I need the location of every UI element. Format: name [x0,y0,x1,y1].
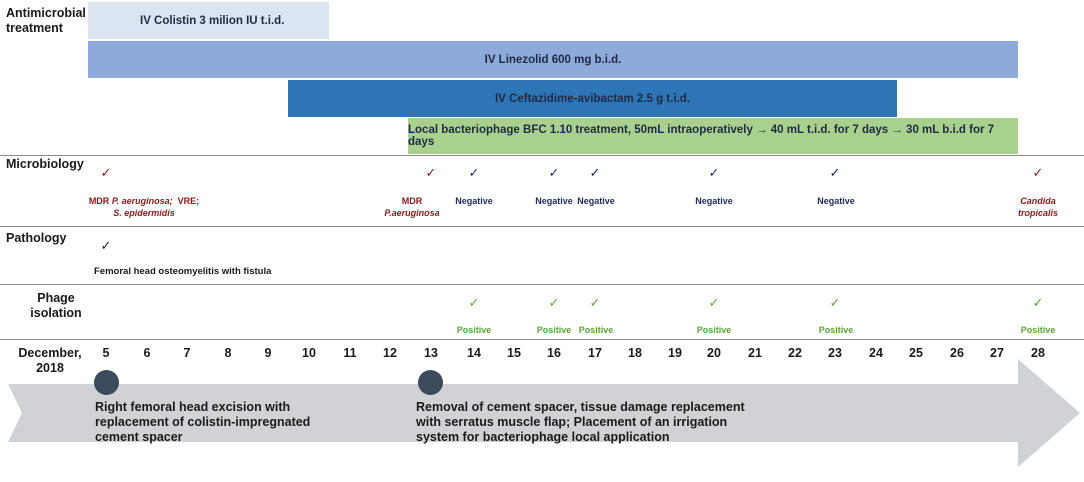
day-label-18: 18 [628,346,642,360]
phage-check-day17: ✓ [589,295,601,310]
day-label-25: 25 [909,346,923,360]
microbiology-result-day16: Negative [535,196,573,206]
day-label-20: 20 [707,346,721,360]
phage-result-day17: Positive [578,325,614,335]
day-label-11: 11 [343,346,357,360]
microbiology-row-label: Microbiology [6,157,84,171]
event-text-day13: Removal of cement spacer, tissue damage … [416,400,745,444]
phage-check-day20: ✓ [708,295,720,310]
phage-check-day28: ✓ [1032,295,1044,310]
treatment-bar-ceftazidime: IV Ceftazidime-avibactam 2.5 g t.i.d. [288,80,897,117]
phage-result-day28: Positive [1020,325,1056,335]
phage-check-day16: ✓ [548,295,560,310]
day-label-22: 22 [788,346,802,360]
microbiology-note-day5: MDR P. aeruginosa; VRE; S. epidermidis [88,196,200,218]
treatment-label-bacteriophage: Local bacteriophage BFC 1.10 treatment, … [408,124,995,148]
day-label-17: 17 [588,346,602,360]
day-label-8: 8 [224,346,232,360]
phage-result-day20: Positive [696,325,732,335]
day-label-13: 13 [424,346,438,360]
microbiology-result-day14: Negative [455,196,493,206]
day-label-6: 6 [143,346,151,360]
pathology-finding: Femoral head osteomyelitis with fistula [94,266,272,277]
treatment-label-colistin: IV Colistin 3 milion IU t.i.d. [140,14,285,27]
phage-result-day23: Positive [818,325,854,335]
day-label-16: 16 [547,346,561,360]
microbiology-result-day20: Negative [695,196,733,206]
treatment-bar-linezolid: IV Linezolid 600 mg b.i.d. [88,41,1018,78]
microbiology-check-day28: ✓ [1032,165,1044,180]
day-label-26: 26 [950,346,964,360]
separator-line [0,155,1084,156]
pathology-check-day5: ✓ [100,238,112,253]
phage-check-day14: ✓ [468,295,480,310]
treatment-label-ceftazidime: IV Ceftazidime-avibactam 2.5 g t.i.d. [495,92,690,105]
microbiology-check-day16: ✓ [548,165,560,180]
microbiology-result-day17: Negative [577,196,615,206]
day-label-23: 23 [828,346,842,360]
phage-row-label: Phage isolation [30,291,82,320]
pathology-row-label: Pathology [6,231,67,245]
date-row-label: December, 2018 [18,346,82,375]
separator-line [0,339,1084,340]
day-label-12: 12 [383,346,397,360]
day-label-15: 15 [507,346,521,360]
day-label-5: 5 [102,346,110,360]
day-label-27: 27 [990,346,1004,360]
microbiology-check-day23: ✓ [829,165,841,180]
treatment-bar-colistin: IV Colistin 3 milion IU t.i.d. [88,2,329,39]
phage-result-day14: Positive [456,325,492,335]
day-label-9: 9 [264,346,272,360]
microbiology-check-day14: ✓ [468,165,480,180]
day-label-7: 7 [183,346,191,360]
day-label-14: 14 [467,346,481,360]
treatment-bar-bacteriophage: Local bacteriophage BFC 1.10 treatment, … [408,118,1018,154]
timeline-arrow [8,359,1080,467]
microbiology-check-day13: ✓ [425,165,437,180]
microbiology-check-day17: ✓ [589,165,601,180]
event-text-day5: Right femoral head excision with replace… [95,400,311,444]
treatment-label-linezolid: IV Linezolid 600 mg b.i.d. [484,53,622,66]
event-marker-day5 [94,370,119,395]
separator-line [0,226,1084,227]
day-label-19: 19 [668,346,682,360]
day-label-28: 28 [1031,346,1045,360]
day-label-24: 24 [869,346,883,360]
day-label-10: 10 [302,346,316,360]
event-marker-day13 [418,370,443,395]
phage-result-day16: Positive [536,325,572,335]
antimicrobial-row-label: Antimicrobial treatment [6,6,86,35]
day-label-21: 21 [748,346,762,360]
phage-check-day23: ✓ [829,295,841,310]
separator-line [0,284,1084,285]
microbiology-result-day23: Negative [817,196,855,206]
microbiology-check-day20: ✓ [708,165,720,180]
microbiology-check-day5: ✓ [100,165,112,180]
